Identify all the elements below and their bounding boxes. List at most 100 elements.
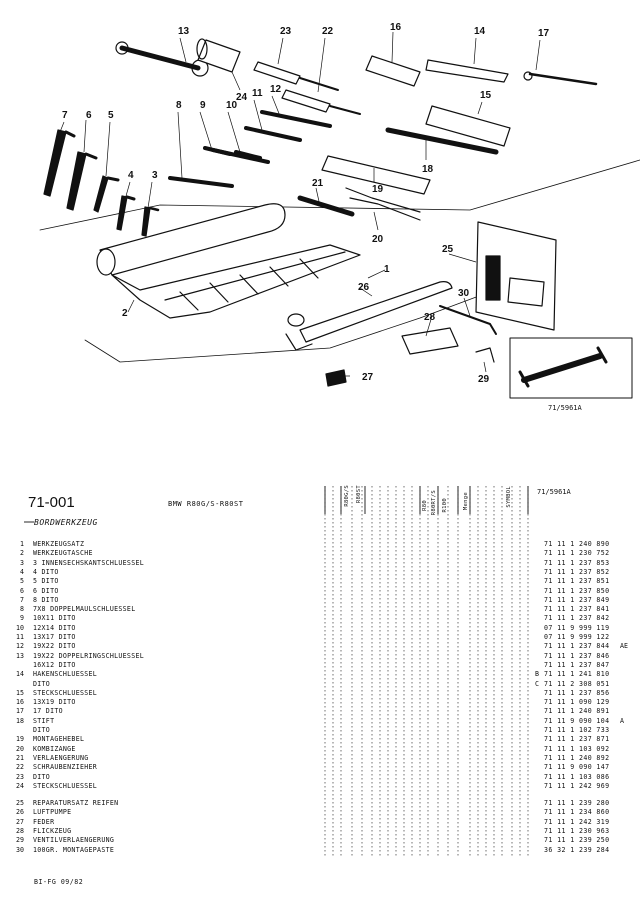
callout-10: 10 [226,100,238,111]
callout-29: 29 [478,374,490,385]
item-number: 3 [20,558,24,567]
part-number: 71 11 1 237 850 [544,586,610,595]
item-number: 17 [16,707,24,716]
callout-7: 7 [62,110,68,121]
callout-25: 25 [442,244,454,255]
callout-9: 9 [200,100,206,111]
part-name: VERLAENGERUNG [33,753,89,762]
part-name: 13X19 DITO [33,698,76,707]
part-name: 19X22 DOPPELRINGSCHLUESSEL [33,651,145,660]
part-number: 71 11 9 090 147 [544,763,610,772]
part-number: 71 11 1 102 733 [544,726,610,734]
callout-8: 8 [176,100,182,111]
item-number: 11 [16,633,24,641]
inset-code: 71/5961A [548,404,583,412]
part-name: 8 DITO [33,595,59,604]
callout-18: 18 [422,164,434,175]
part-name: REPARATURSATZ REIFEN [33,799,119,808]
item-number: 14 [16,670,24,679]
part-number: 71 11 1 090 129 [544,698,610,707]
callout-13: 13 [178,26,190,37]
variant-flag: B [535,670,539,679]
part-name: 17 DITO [33,707,63,716]
item-number: 24 [16,781,24,790]
item-number: 4 [20,567,24,576]
part-name: 4 DITO [33,567,59,576]
callout-12: 12 [270,84,282,95]
part-number: 71 11 1 239 250 [544,836,610,845]
callout-22: 22 [322,26,334,37]
callout-16: 16 [390,22,402,33]
part-name: WERKZEUGSATZ [33,540,85,548]
callout-2: 2 [122,308,128,319]
callout-19: 19 [372,184,384,195]
part-name: 5 DITO [33,577,59,586]
part-number: 71 11 1 237 844 [544,642,610,651]
part-number: 71 11 1 230 963 [544,827,610,835]
part-name: 7X8 DOPPELMAULSCHLUESSEL [33,605,136,614]
part-number: 71 11 2 308 051 [544,679,610,688]
part-row: 4 4 DITO 71 11 1 237 852 [0,568,640,577]
part-number: 07 11 9 999 122 [544,633,610,641]
part-number: 71 11 1 234 860 [544,808,610,817]
section-title: BORDWERKZEUG [34,518,98,527]
item-number: 30 [16,845,24,854]
part-number: 71 11 1 237 842 [544,614,610,623]
part-number: 71 11 1 237 851 [544,577,610,586]
callout-1: 1 [384,264,390,275]
part-name: 3 INNENSECHSKANTSCHLUESSEL [33,558,145,567]
callout-27: 27 [362,372,374,383]
part-name: KOMBIZANGE [33,744,76,753]
tool-bag-drawing [96,203,361,319]
drawing-reference: 71/5961A [537,488,571,496]
item-number: 29 [16,836,24,845]
part-number: 71 11 1 240 891 [544,707,610,716]
part-name: FEDER [33,817,55,826]
part-name: VENTILVERLAENGERUNG [33,836,115,845]
part-name: 100GR. MONTAGEPASTE [33,845,115,854]
part-number: 71 11 1 237 852 [544,567,610,576]
part-number: 71 11 1 239 280 [544,799,610,808]
part-name: MONTAGEHEBEL [33,735,85,744]
part-number: 71 11 1 237 853 [544,558,610,567]
part-number: 71 11 1 237 846 [544,651,610,660]
part-name: DITO [33,679,51,688]
part-number: 71 11 1 240 890 [544,540,610,548]
item-number: 2 [20,549,24,558]
item-number: 28 [16,827,24,835]
part-number: 71 11 1 237 849 [544,595,610,604]
model-designation: BMW R80G/S-R80ST [168,500,244,508]
part-row: 29 VENTILVERLAENGERUNG 71 11 1 239 250 [0,836,640,845]
part-name: STIFT [33,716,55,725]
item-number: 27 [16,817,24,826]
part-number: 71 11 1 237 871 [544,735,610,744]
callout-24: 24 [236,92,248,103]
part-number: 71 11 9 090 104 [544,716,610,725]
part-name: STECKSCHLUESSEL [33,688,98,697]
part-row: 19 MONTAGEHEBEL 71 11 1 237 871 [0,735,640,744]
item-number: 25 [16,799,24,808]
part-number: 71 11 1 103 086 [544,772,610,781]
item-number: 19 [16,735,24,744]
part-name: STECKSCHLUESSEL [33,781,98,790]
part-number: 71 11 1 237 847 [544,660,610,669]
item-number: 15 [16,688,24,697]
item-number: 6 [20,586,24,595]
group-number: 71-001 [28,494,75,511]
item-number: 21 [16,753,24,762]
part-number: 71 11 1 242 319 [544,817,610,826]
item-number: 23 [16,772,24,781]
